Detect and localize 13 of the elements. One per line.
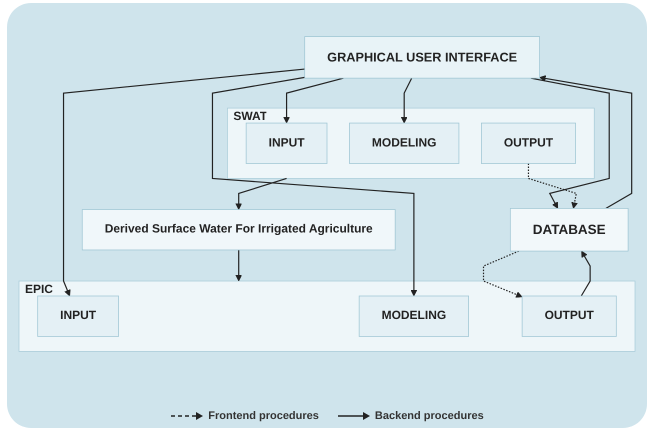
process-box: Derived Surface Water For Irrigated Agriculture [82,209,396,250]
process-box: INPUT [246,122,328,164]
process-box: DATABASE [510,208,628,252]
process-box: GRAPHICAL USER INTERFACE [304,36,540,79]
process-box: OUTPUT [481,122,576,164]
process-box: INPUT [37,296,119,337]
process-box: MODELING [358,296,469,337]
process-box: MODELING [349,122,460,164]
legend-text: Frontend procedures [208,410,319,422]
group-title: SWAT [233,110,267,124]
process-box: OUTPUT [522,296,617,337]
group-title: EPIC [24,283,53,296]
legend-text: Backend procedures [374,410,484,422]
